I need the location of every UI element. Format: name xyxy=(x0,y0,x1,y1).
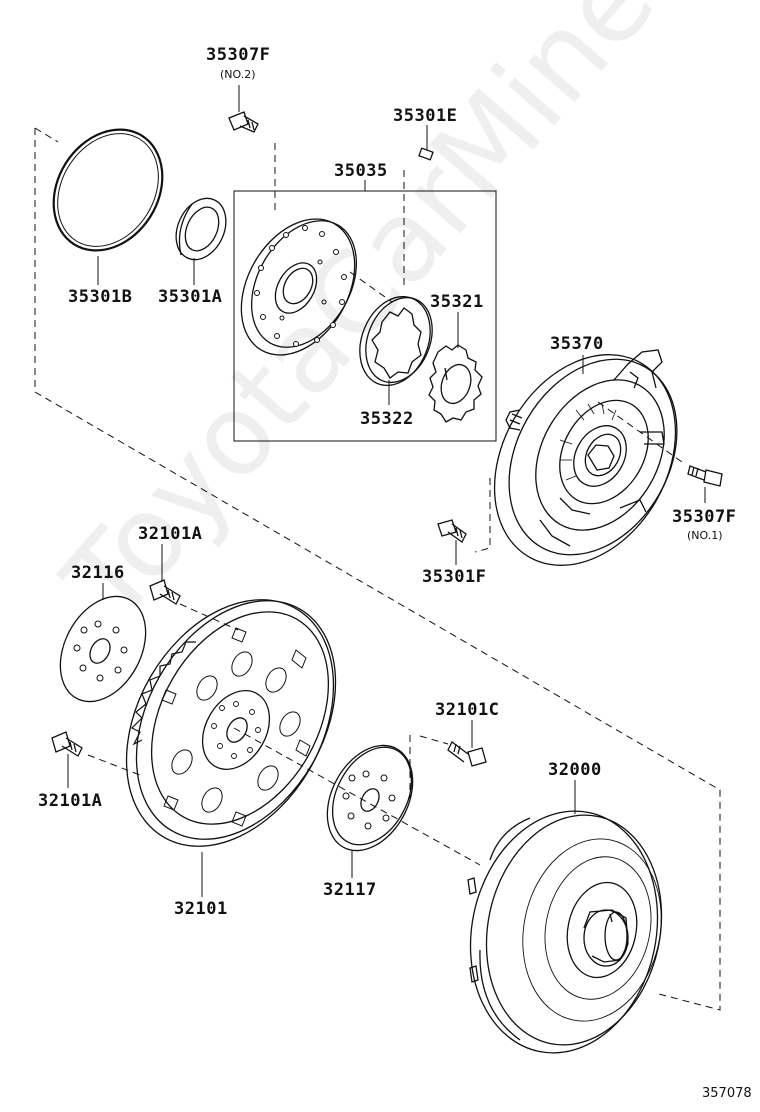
label-32000: 32000 xyxy=(548,760,602,780)
bolt-35301F xyxy=(437,519,467,543)
bolt-32101C xyxy=(447,741,487,767)
note-no2: (NO.2) xyxy=(220,68,256,81)
driven-gear-35322 xyxy=(359,295,433,387)
label-32117: 32117 xyxy=(323,880,377,900)
oil-seal-35301A xyxy=(175,197,227,261)
pump-body-plate xyxy=(240,218,358,356)
label-35321: 35321 xyxy=(430,292,484,312)
label-35307F-no1: 35307F xyxy=(672,507,737,527)
label-35301A: 35301A xyxy=(158,287,223,307)
drive-plate-32101 xyxy=(125,599,337,847)
label-35322: 35322 xyxy=(360,409,414,429)
oil-pump-assembly-35370 xyxy=(493,349,678,566)
bolt-32101A-top xyxy=(149,579,181,605)
document-id: 357078 xyxy=(702,1086,752,1101)
label-35370: 35370 xyxy=(550,334,604,354)
spacer-plate-32117 xyxy=(326,744,414,852)
label-32101A-top: 32101A xyxy=(138,524,203,544)
group-box-35035 xyxy=(233,190,497,442)
torque-converter-32000 xyxy=(467,810,663,1054)
o-ring-35301B xyxy=(52,128,164,252)
bolt-32101A-left xyxy=(51,731,83,757)
pin-35301E xyxy=(418,147,434,161)
label-35307F-no2: 35307F xyxy=(206,45,271,65)
label-35301E: 35301E xyxy=(393,106,458,126)
label-32101C: 32101C xyxy=(435,700,500,720)
label-35301B: 35301B xyxy=(68,287,133,307)
label-35301F: 35301F xyxy=(422,567,487,587)
bolt-35307F-no2 xyxy=(228,111,259,133)
label-35035: 35035 xyxy=(334,161,388,181)
label-32101: 32101 xyxy=(174,899,228,919)
note-no1: (NO.1) xyxy=(687,529,723,542)
label-32101A-left: 32101A xyxy=(38,791,103,811)
drive-gear-35321 xyxy=(428,344,483,423)
assembly-dashed-outline xyxy=(34,127,721,1011)
leader-lines xyxy=(67,85,706,897)
adapter-plate-32116 xyxy=(59,595,147,703)
label-32116: 32116 xyxy=(71,563,125,583)
bolt-35307F-no1 xyxy=(687,465,723,487)
